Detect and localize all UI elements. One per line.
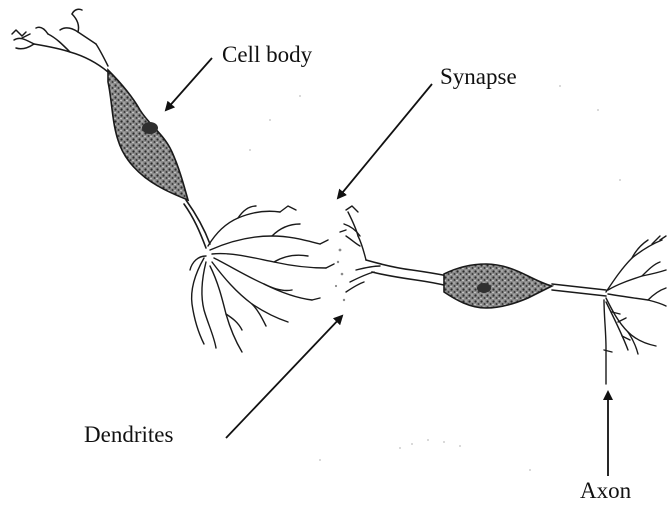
neuron-1-nucleus <box>142 122 158 134</box>
neuron-2-process <box>366 260 448 286</box>
label-axon-group: Axon <box>580 392 632 503</box>
label-synapse: Synapse <box>440 64 517 89</box>
neuron-2-receiving-dendrites <box>340 206 380 292</box>
background-smudges <box>249 85 621 471</box>
neuron-1-upper-dendrites <box>12 9 108 72</box>
cell-body-pointer-arrow <box>166 58 212 110</box>
neuron-2-nucleus <box>477 283 491 293</box>
neuron-2-terminal-branches <box>604 236 666 384</box>
neuron-1-lower-dendrites <box>190 206 334 352</box>
label-axon: Axon <box>580 478 632 503</box>
neuron-1-axon <box>184 200 210 248</box>
neuron-2-axon <box>552 284 606 296</box>
label-dendrites: Dendrites <box>84 422 173 447</box>
neuron-2-cell-body <box>444 264 552 308</box>
label-cell-body: Cell body <box>222 42 313 67</box>
label-synapse-group: Synapse <box>338 64 517 198</box>
neuron-1-cell-body <box>108 70 188 200</box>
dendrites-pointer-arrow <box>226 316 342 438</box>
label-cell-body-group: Cell body <box>166 42 313 110</box>
neuron-2 <box>340 206 666 384</box>
synaptic-specks <box>335 249 345 302</box>
synapse-pointer-arrow <box>338 84 432 198</box>
